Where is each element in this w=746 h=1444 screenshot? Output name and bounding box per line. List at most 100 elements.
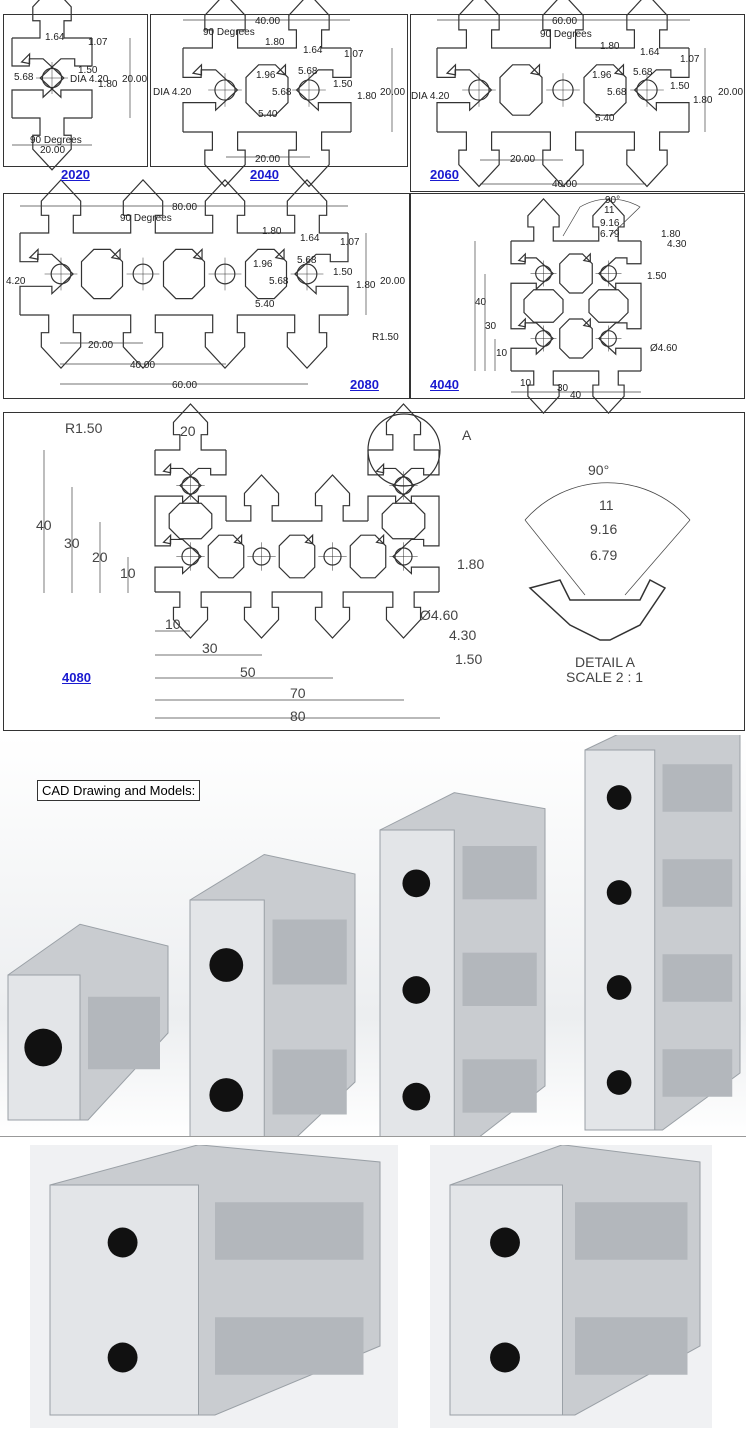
- corner-cavity: [274, 247, 285, 260]
- inner-cavity: [583, 64, 627, 116]
- t-slot: [576, 370, 641, 415]
- dimension-line: [524, 519, 586, 596]
- t-slot: [20, 314, 102, 370]
- dimension-label: 90 Degrees: [540, 29, 592, 40]
- t-slot: [521, 0, 605, 49]
- dimension-label: 20.00: [718, 87, 744, 98]
- slot-rail: [88, 996, 160, 1070]
- t-slot: [155, 591, 226, 639]
- slot-rail: [662, 954, 733, 1002]
- dimension-label: 30: [202, 640, 218, 656]
- inner-cavity: [349, 534, 387, 579]
- slot-rail: [575, 1317, 688, 1375]
- dimension-label: 1.80: [98, 79, 118, 90]
- dimension-label: Ø4.60: [420, 607, 459, 623]
- dimension-label: 90 Degrees: [203, 27, 255, 38]
- dimension-label: 9.16: [600, 218, 620, 229]
- corner-cavity: [445, 63, 457, 76]
- profile-outline: [436, 0, 690, 188]
- bore-hole: [24, 1028, 63, 1067]
- inner-cavity: [499, 64, 543, 116]
- bore-hole: [209, 948, 244, 982]
- dimension-label: 30: [557, 383, 569, 394]
- inner-cavity: [207, 534, 245, 579]
- extrusion-renders: [7, 735, 741, 1137]
- corner-cavity: [517, 317, 526, 328]
- link-4080[interactable]: 4080: [62, 670, 91, 685]
- dimension-label: 1.80: [693, 95, 713, 106]
- dimension-label: 1.64: [300, 233, 320, 244]
- angle-arc: [524, 482, 691, 521]
- t-slot: [102, 314, 184, 370]
- divider: [0, 1136, 746, 1137]
- t-slot: [437, 0, 521, 49]
- link-4040[interactable]: 4040: [430, 377, 459, 392]
- dimension-label: 1.80: [357, 91, 377, 102]
- bore-hole: [402, 869, 431, 898]
- t-slot: [184, 314, 266, 370]
- profile-outline: [182, 0, 352, 188]
- slot-rail: [462, 1059, 537, 1113]
- slot-rail: [575, 1202, 688, 1260]
- dimension-label: 1.50: [333, 267, 353, 278]
- render-2080: [584, 735, 741, 1131]
- dimension-label: 20: [180, 423, 196, 439]
- t-slot: [155, 403, 226, 451]
- dimension-label: 5.68: [298, 66, 318, 77]
- link-2020[interactable]: 2020: [61, 167, 90, 182]
- dimension-label: 1.50: [647, 271, 667, 282]
- dimension-label: 1.96: [253, 259, 273, 270]
- slot-rail: [462, 952, 537, 1006]
- t-slot: [511, 370, 576, 415]
- dimension-label: 1.64: [303, 45, 323, 56]
- dimension-label: 30: [64, 535, 80, 551]
- dimension-label: R1.50: [372, 332, 399, 343]
- dimension-label: 50: [240, 664, 256, 680]
- dimension-label: 70: [290, 685, 306, 701]
- slot-rail: [215, 1202, 364, 1260]
- dimension-label: 1.50: [670, 81, 690, 92]
- link-2080[interactable]: 2080: [350, 377, 379, 392]
- dimension-label: 5.68: [272, 87, 292, 98]
- dimension-label: DIA 4.20: [70, 74, 109, 85]
- corner-cavity: [375, 462, 385, 474]
- dimension-label: 5.68: [14, 72, 34, 83]
- dimension-label: 4.30: [449, 627, 477, 643]
- bore-hole: [402, 976, 431, 1004]
- render-2080-photo: [30, 1145, 398, 1428]
- dimension-label: 1.50: [78, 65, 98, 76]
- render-2080: [49, 1145, 381, 1416]
- dimension-label: 1.80: [356, 280, 376, 291]
- dimension-label: 40: [475, 297, 487, 308]
- dimension-label: 60.00: [172, 380, 198, 391]
- drawing-4040-frame: [410, 193, 745, 399]
- t-slot: [102, 178, 184, 234]
- dimension-label: 1.80: [262, 226, 282, 237]
- t-slot: [267, 131, 351, 188]
- t-slot: [12, 117, 92, 171]
- dimension-label: 1.50: [455, 651, 483, 667]
- dimension-label: 20.00: [380, 87, 406, 98]
- t-slot: [437, 131, 521, 188]
- render-4040-large: [449, 1145, 701, 1416]
- dimension-label: 1.96: [256, 70, 276, 81]
- link-2060[interactable]: 2060: [430, 167, 459, 182]
- extrusion-face: [189, 899, 265, 1137]
- bore-hole: [606, 1070, 632, 1095]
- link-2040[interactable]: 2040: [250, 167, 279, 182]
- corner-cavity: [20, 52, 31, 65]
- corner-cavity: [191, 63, 203, 76]
- dimension-label: 20.00: [88, 340, 114, 351]
- dimension-label: DIA 4.20: [153, 87, 192, 98]
- bore-hole: [402, 1082, 431, 1111]
- dimension-label: 5.68: [297, 255, 317, 266]
- angle-arc: [562, 198, 641, 237]
- dimension-label: 4.20: [6, 276, 26, 287]
- inner-cavity: [381, 502, 426, 540]
- corner-cavity: [110, 247, 121, 260]
- drawing-2080-frame: [3, 193, 410, 399]
- corner-cavity: [582, 317, 591, 328]
- dimension-label: 1.07: [344, 49, 364, 60]
- inner-cavity: [245, 64, 289, 116]
